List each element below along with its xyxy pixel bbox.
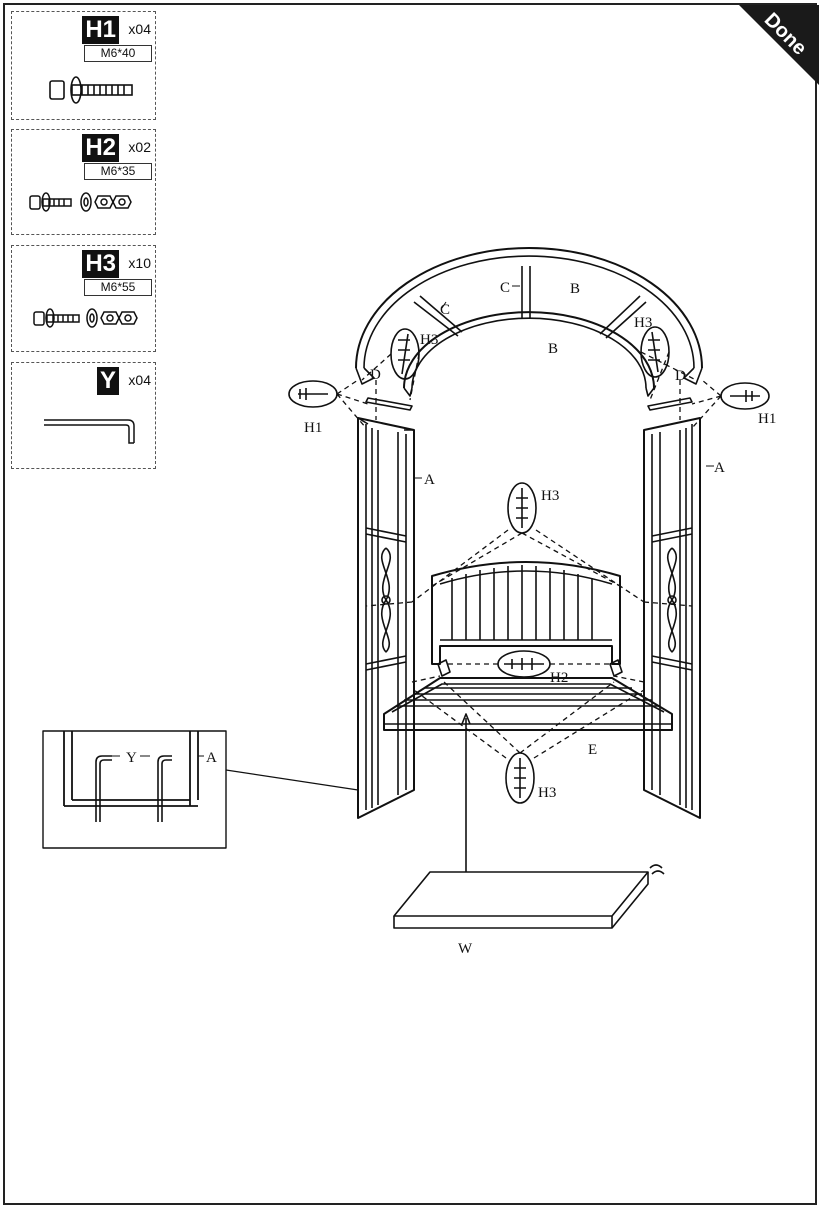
part-box-y: Y x04	[11, 362, 156, 469]
label-panel-left: A	[424, 472, 435, 488]
label-h3-seat: H3	[538, 785, 556, 801]
part-qty: x04	[128, 21, 151, 37]
label-h1-right: H1	[758, 411, 776, 427]
side-panel-left	[357, 417, 415, 819]
diagram-labels: B B C C D D A A A Y E W H1 H1 H3 H3 H3 H…	[126, 280, 776, 957]
bolt-h1-right-icon	[730, 390, 760, 402]
label-detail-panel: A	[206, 750, 217, 766]
bench-backrest	[431, 561, 621, 665]
bolt-h1-left-icon	[298, 388, 328, 400]
label-detail-key: Y	[126, 750, 137, 766]
part-code: Y	[96, 367, 119, 395]
part-code: H1	[82, 16, 119, 44]
bolt-h3-seat-icon	[514, 758, 526, 798]
label-cushion: W	[458, 941, 473, 957]
part-box-h3: H3 x10 M6*55	[11, 245, 156, 352]
connector-right	[647, 397, 693, 411]
bolt-h2-seat-icon	[504, 658, 544, 670]
done-corner-badge: Done	[739, 5, 819, 85]
allen-key-icon	[44, 419, 135, 444]
label-h3-back: H3	[541, 488, 559, 504]
part-code: H2	[82, 134, 119, 162]
corner-triangle	[739, 5, 819, 85]
bolt-h3-arch-right-icon	[648, 331, 660, 373]
side-panel-right	[643, 417, 701, 819]
part-box-h1: H1 x04 M6*40	[11, 11, 156, 120]
seat-frame	[383, 659, 673, 731]
guide-lines	[336, 351, 722, 759]
label-connector-left: D	[370, 367, 381, 383]
bolt-h1-icon	[49, 76, 133, 104]
part-code: H3	[82, 250, 119, 278]
label-brace-left: C	[440, 302, 450, 318]
part-size: M6*35	[84, 163, 152, 180]
arch	[355, 246, 703, 397]
cushion	[393, 864, 665, 929]
label-connector-right: D	[675, 368, 686, 384]
label-panel-right: A	[714, 460, 725, 476]
bolt-h2-icon	[29, 192, 132, 212]
bolt-h3-icon	[33, 308, 138, 328]
connector-left	[365, 397, 413, 411]
part-qty: x10	[128, 255, 151, 271]
label-h3-arch-left: H3	[420, 332, 438, 348]
page-frame	[3, 3, 817, 1205]
label-h2-seat: H2	[550, 670, 568, 686]
detail-inset	[42, 730, 359, 849]
label-brace-center: C	[500, 280, 510, 296]
part-size: M6*55	[84, 279, 152, 296]
label-seat-frame: E	[588, 742, 597, 758]
label-leader-ticks	[112, 285, 714, 757]
cushion-pointer-arrow	[461, 713, 471, 725]
label-arch-lower: B	[548, 341, 558, 357]
label-h1-left: H1	[304, 420, 322, 436]
bolt-h3-arch-left-icon	[398, 333, 410, 375]
part-box-h2: H2 x02 M6*35	[11, 129, 156, 235]
label-h3-arch-right: H3	[634, 315, 652, 331]
part-size: M6*40	[84, 45, 152, 62]
label-arch-upper: B	[570, 281, 580, 297]
part-qty: x02	[128, 139, 151, 155]
part-qty: x04	[128, 372, 151, 388]
bolt-h3-back-icon	[516, 488, 528, 528]
